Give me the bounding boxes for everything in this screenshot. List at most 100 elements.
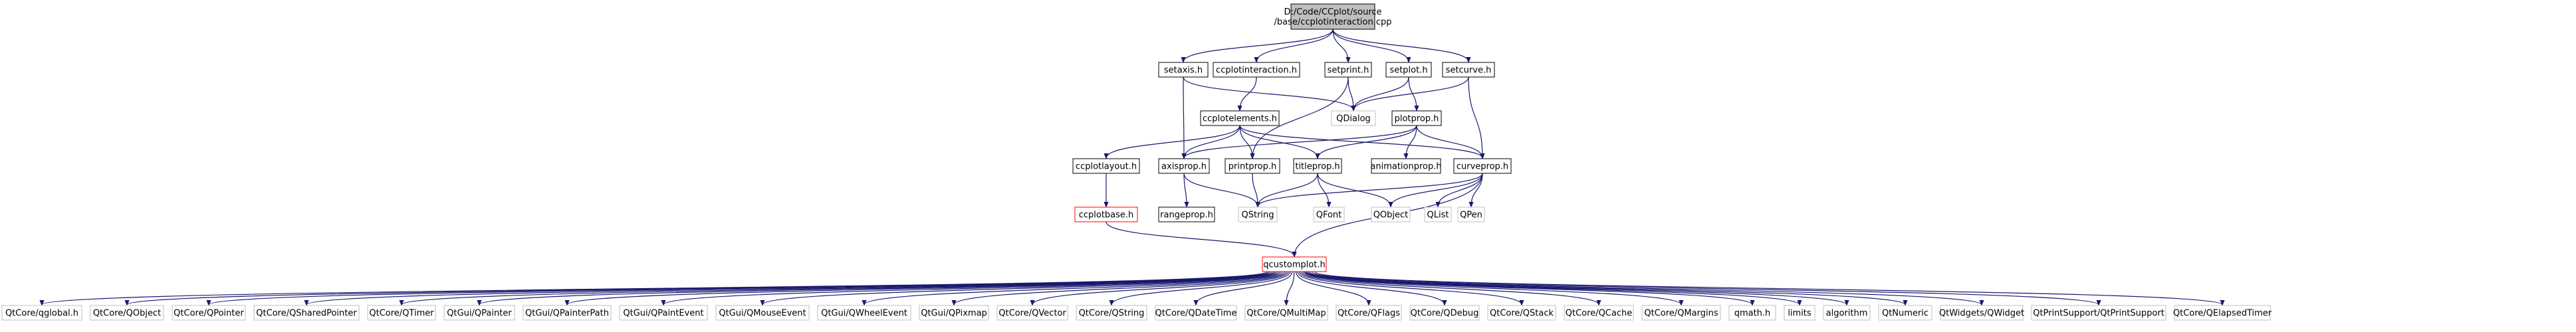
node-b19: QtCore/QCache — [1564, 305, 1634, 321]
edge-plotprop-to-curveprop — [1416, 125, 1482, 158]
node-box-b15 — [1244, 305, 1328, 321]
node-label-printprop: printprop.h — [1229, 162, 1276, 172]
edge-qcustomplot-to-b24 — [1307, 271, 1905, 305]
edge-qcustomplot-to-b2 — [127, 271, 1269, 305]
nodes-layer: D:/Code/CCplot/source/base/ccplotinterac… — [1, 3, 2272, 321]
node-label-qstring: QString — [1241, 210, 1274, 220]
node-label-b11: QtGui/QPixmap — [921, 309, 987, 319]
node-animationprop[interactable]: animationprop.h — [1370, 158, 1442, 174]
edge-axisprop-to-rangeprop — [1183, 173, 1187, 207]
node-label-b6: QtGui/QPainter — [447, 309, 512, 319]
node-box-b4 — [253, 305, 360, 321]
node-label-ccplotbase: ccplotbase.h — [1079, 210, 1134, 220]
edge-qcustomplot-to-b11 — [954, 271, 1288, 305]
node-label-b3: QtCore/QPointer — [174, 309, 244, 319]
node-box-b9 — [715, 305, 810, 321]
node-b22: limits — [1784, 305, 1815, 321]
edge-qcustomplot-to-b12 — [1032, 271, 1289, 305]
node-label-plotprop: plotprop.h — [1395, 114, 1439, 124]
node-label-b7: QtGui/QPainterPath — [525, 309, 609, 319]
edge-plotprop-to-animationprop — [1406, 125, 1417, 158]
node-label-b24: QtNumeric — [1882, 309, 1929, 319]
node-label-b8: QtGui/QPaintEvent — [623, 309, 703, 319]
edge-qcustomplot-to-b9 — [762, 271, 1283, 305]
node-box-b25 — [1940, 305, 2024, 321]
node-label-ccplotelements: ccplotelements.h — [1203, 114, 1277, 124]
node-box-b5 — [367, 305, 436, 321]
node-b16: QtCore/QFlags — [1336, 305, 1402, 321]
node-box-axisprop — [1158, 158, 1210, 174]
edge-root-to-ccplotinteraction — [1256, 29, 1334, 62]
node-b6: QtGui/QPainter — [443, 305, 515, 321]
node-label-animationprop: animationprop.h — [1370, 162, 1441, 172]
node-qobject: QObject — [1371, 207, 1411, 222]
edge-qcustomplot-to-b7 — [567, 271, 1279, 305]
node-label-b22: limits — [1788, 309, 1812, 319]
node-box-b26 — [2031, 305, 2166, 321]
node-box-b8 — [619, 305, 708, 321]
node-label-qpen: QPen — [1460, 210, 1482, 220]
node-box-b21 — [1728, 305, 1776, 321]
edge-qcustomplot-to-b3 — [209, 271, 1271, 305]
edge-setcurve-to-qdialog — [1353, 76, 1469, 110]
node-b2: QtCore/QObject — [90, 305, 164, 321]
node-rangeprop[interactable]: rangeprop.h — [1158, 207, 1215, 222]
node-plotprop[interactable]: plotprop.h — [1391, 110, 1442, 126]
node-box-b19 — [1564, 305, 1634, 321]
edge-ccplotelements-to-printprop — [1239, 125, 1252, 158]
node-setplot[interactable]: setplot.h — [1385, 62, 1432, 78]
node-box-b1 — [1, 305, 82, 321]
edge-root-to-setaxis — [1183, 29, 1334, 62]
edge-qcustomplot-to-b15 — [1286, 271, 1295, 305]
node-b21: qmath.h — [1728, 305, 1776, 321]
node-box-b2 — [90, 305, 164, 321]
node-box-b13 — [1076, 305, 1147, 321]
edge-qcustomplot-to-b18 — [1298, 271, 1522, 305]
edge-qcustomplot-to-b22 — [1305, 271, 1800, 305]
node-label-root: /base/ccplotinteraction.cpp — [1274, 17, 1391, 27]
edge-setcurve-to-curveprop — [1468, 76, 1482, 158]
node-ccplotlayout[interactable]: ccplotlayout.h — [1072, 158, 1140, 174]
node-label-b10: QtGui/QWheelEvent — [821, 309, 907, 319]
node-box-b10 — [817, 305, 911, 321]
node-box-qdialog — [1331, 110, 1376, 126]
node-b26: QtPrintSupport/QtPrintSupport — [2031, 305, 2166, 321]
node-b14: QtCore/QDateTime — [1155, 305, 1237, 321]
node-label-axisprop: axisprop.h — [1161, 162, 1207, 172]
node-setaxis[interactable]: setaxis.h — [1158, 62, 1209, 78]
node-b10: QtGui/QWheelEvent — [817, 305, 911, 321]
edge-qcustomplot-to-b6 — [479, 271, 1277, 305]
node-ccplotinteraction[interactable]: ccplotinteraction.h — [1213, 62, 1300, 78]
node-box-b16 — [1336, 305, 1402, 321]
node-printprop[interactable]: printprop.h — [1225, 158, 1280, 174]
node-b25: QtWidgets/QWidget — [1939, 305, 2024, 321]
node-b15: QtCore/QMultiMap — [1244, 305, 1328, 321]
node-ccplotbase: ccplotbase.h — [1074, 207, 1138, 222]
node-label-qcustomplot: qcustomplot.h — [1263, 260, 1325, 270]
node-label-titleprop: titleprop.h — [1295, 162, 1340, 172]
node-curveprop[interactable]: curveprop.h — [1453, 158, 1512, 174]
edges-layer — [42, 29, 2222, 305]
node-label-b18: QtCore/QStack — [1490, 309, 1554, 319]
node-label-b20: QtCore/QMargins — [1644, 309, 1718, 319]
edge-curveprop-to-qobject — [1391, 173, 1483, 207]
node-axisprop[interactable]: axisprop.h — [1158, 158, 1210, 174]
node-label-b26: QtPrintSupport/QtPrintSupport — [2033, 309, 2165, 319]
node-setprint[interactable]: setprint.h — [1324, 62, 1372, 78]
edge-plotprop-to-axisprop — [1184, 125, 1417, 158]
node-qfont: QFont — [1313, 207, 1345, 222]
node-label-b9: QtGui/QMouseEvent — [719, 309, 806, 319]
node-titleprop[interactable]: titleprop.h — [1293, 158, 1342, 174]
node-root[interactable]: D:/Code/CCplot/source/base/ccplotinterac… — [1274, 3, 1392, 30]
edge-ccplotelements-to-axisprop — [1184, 125, 1240, 158]
node-label-b4: QtCore/QSharedPointer — [256, 309, 357, 319]
edge-ccplotbase-to-qcustomplot — [1106, 221, 1294, 256]
edge-plotprop-to-titleprop — [1318, 125, 1417, 158]
node-box-qlist — [1424, 207, 1452, 222]
node-ccplotelements[interactable]: ccplotelements.h — [1200, 110, 1280, 126]
edge-setplot-to-qdialog — [1353, 76, 1409, 110]
node-box-setaxis — [1158, 62, 1209, 78]
node-setcurve[interactable]: setcurve.h — [1442, 62, 1495, 78]
node-label-b17: QtCore/QDebug — [1411, 309, 1479, 319]
edge-qcustomplot-to-b27 — [1314, 271, 2222, 305]
